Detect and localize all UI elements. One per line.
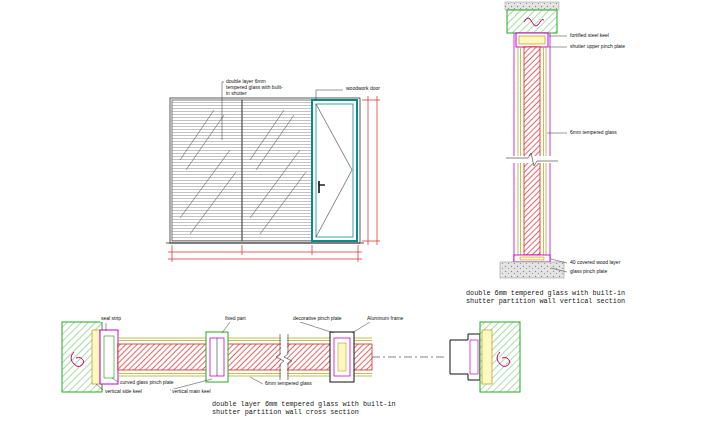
callout-label: 40 covered wood layer bbox=[569, 260, 621, 266]
callout-label: shutter upper pinch plate bbox=[569, 44, 626, 50]
elevation bbox=[166, 82, 380, 262]
callout-label: Aluminum frame bbox=[366, 316, 404, 322]
vertical-section bbox=[500, 2, 567, 278]
callout-label: fortified steel keel bbox=[569, 33, 610, 39]
callout-label: decorative pinch plate bbox=[292, 316, 343, 322]
callout-label: double layer 6mm tempered glass with bui… bbox=[225, 79, 285, 96]
callout-label: seal strip bbox=[100, 316, 122, 322]
callout-label: fixed part bbox=[224, 316, 247, 322]
cross-section bbox=[62, 322, 520, 392]
callout-label: glass pinch plate bbox=[569, 269, 608, 275]
callout-label: woodwork door bbox=[345, 86, 381, 92]
section-caption: double layer 6mm tempered glass with bui… bbox=[212, 400, 408, 416]
callout-label: curved glass pinch plate bbox=[119, 380, 175, 386]
callout-label: 6mm tempered glass bbox=[569, 130, 618, 136]
callout-label: vertical main keel bbox=[171, 389, 212, 395]
callout-label: vertical side keel bbox=[104, 389, 143, 395]
callout-label: 6mm tempered glass bbox=[264, 381, 313, 387]
section-caption: double 6mm tempered glass with built-in … bbox=[466, 289, 636, 305]
